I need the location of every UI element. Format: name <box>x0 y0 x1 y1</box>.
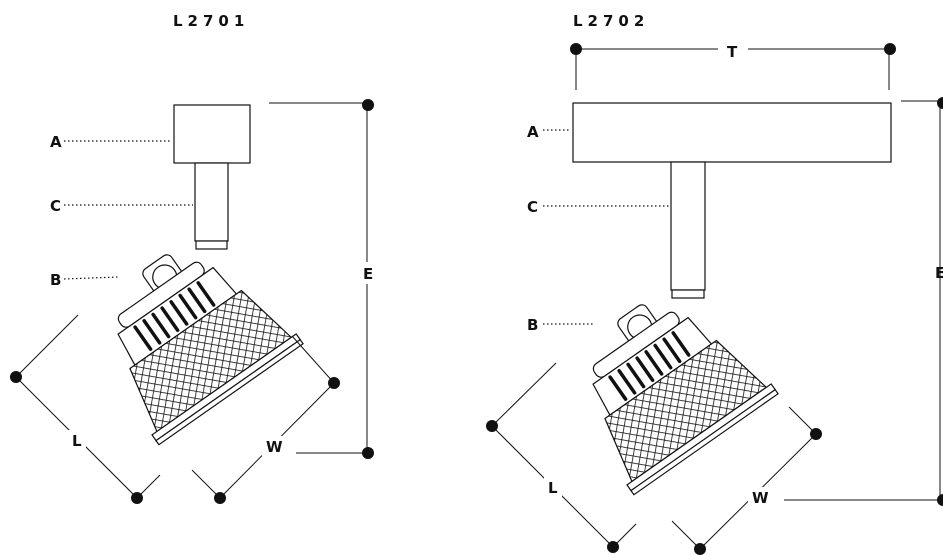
stem-collar <box>195 240 228 250</box>
label-l-l2702: L <box>548 479 558 497</box>
label-b-l2701: B <box>50 271 61 289</box>
label-e-l2701: E <box>363 265 373 283</box>
leader-b-l2701 <box>63 276 119 280</box>
stem-c <box>194 162 229 242</box>
label-b-l2702: B <box>527 316 538 334</box>
label-t-l2702: T <box>727 43 738 61</box>
label-w-l2701: W <box>266 438 283 456</box>
dimension-e-l2702: E <box>784 97 943 506</box>
label-a-l2702: A <box>527 123 539 141</box>
label-c-l2702: C <box>527 198 538 216</box>
stem-c <box>670 161 706 291</box>
model-title-l2701: L2701 <box>173 12 249 30</box>
label-c-l2701: C <box>50 197 61 215</box>
label-w-l2702: W <box>752 489 769 507</box>
dimension-w-l2701: W <box>191 335 340 504</box>
dimension-w-l2702: W <box>671 406 822 555</box>
dimension-l-l2702: L <box>486 362 637 553</box>
diagram-l2701: L2701 A <box>10 12 377 504</box>
track-adapter-a <box>173 104 251 164</box>
label-a-l2701: A <box>50 133 62 151</box>
label-l-l2701: L <box>72 432 82 450</box>
fixture-head-l2702 <box>592 304 779 496</box>
stem-collar <box>671 289 705 299</box>
track-adapter-a <box>572 102 892 163</box>
diagram-l2702: L2702 T <box>486 12 943 555</box>
dimension-l-l2701: L <box>10 314 161 504</box>
dimension-t-l2702: T <box>570 40 896 90</box>
dimension-e-l2701: E <box>269 99 377 459</box>
fixture-head-l2701 <box>117 254 304 446</box>
model-title-l2702: L2702 <box>573 12 649 30</box>
label-e-l2702: E <box>935 264 943 282</box>
